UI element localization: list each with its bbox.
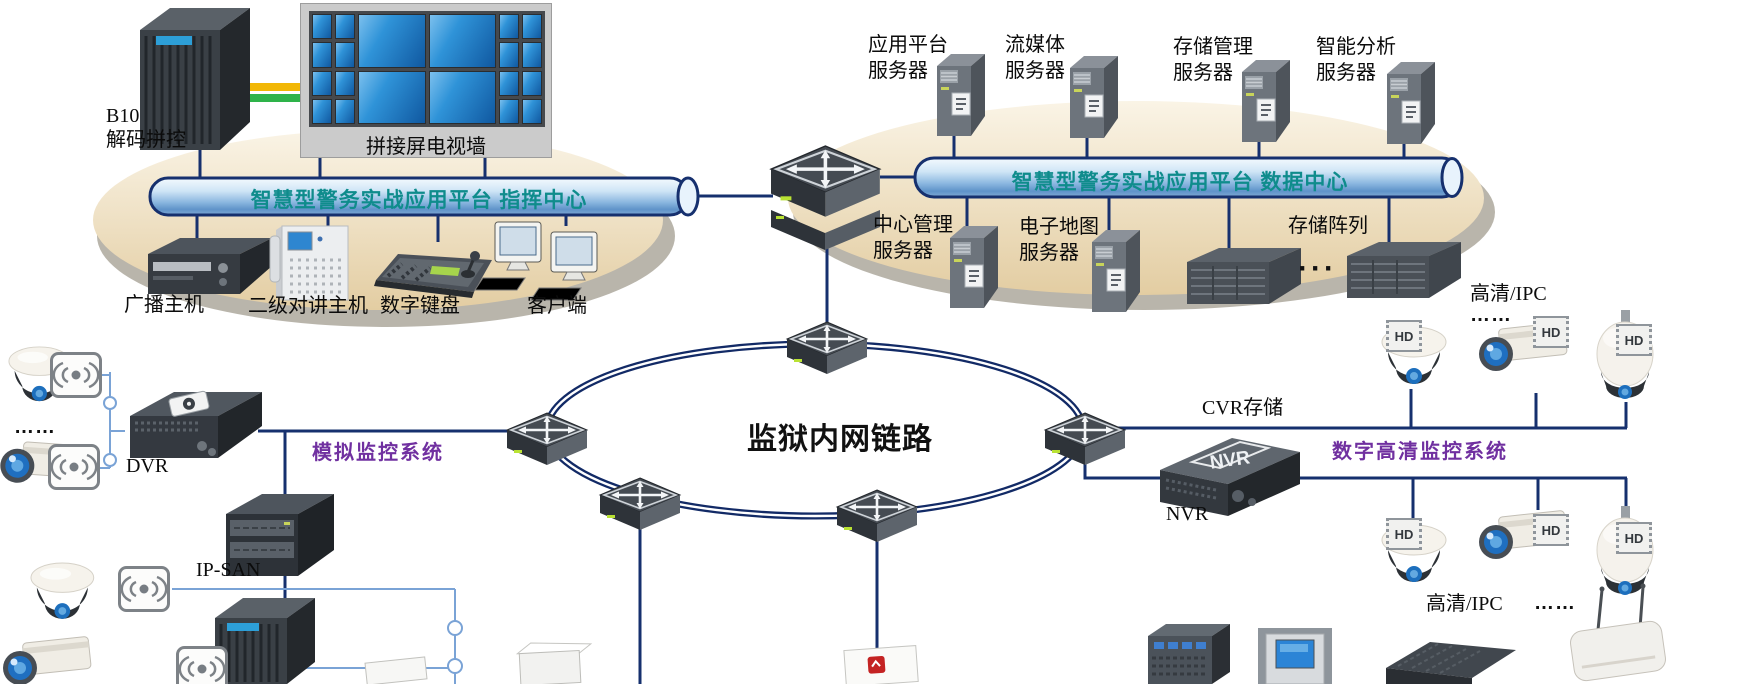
cvr-label: CVR存储 <box>1202 397 1284 419</box>
connection-lines <box>195 132 1628 684</box>
analog-dome-camera-2 <box>30 562 95 620</box>
ring-switch-right <box>1043 411 1127 467</box>
hd-badge-icon: HD <box>1386 320 1422 352</box>
ring-switch-bottom-right <box>835 488 919 544</box>
audio-pickup-4 <box>176 646 228 684</box>
ipc-top-label: 高清/IPC <box>1470 283 1547 305</box>
tv-wall-label: 拼接屏电视墙 <box>366 136 486 158</box>
e-map-label: 电子地图 服务器 <box>1019 216 1099 264</box>
command-bus-label: 智慧型警务实战应用平台 指挥中心 <box>250 189 588 212</box>
nvr-label: NVR <box>1166 503 1209 525</box>
wall-junction-box-2 <box>515 642 593 684</box>
broadcast-host <box>148 238 272 294</box>
digital-system-label: 数字高清监控系统 <box>1332 441 1508 463</box>
encoder-rack <box>215 598 315 684</box>
ipsan-label: IP-SAN <box>196 559 261 581</box>
intercom-host <box>269 225 349 301</box>
client-pcs <box>474 221 598 301</box>
intelligent-analysis-label: 智能分析 服务器 <box>1316 36 1396 84</box>
intranet-ring-label: 监狱内网链路 <box>747 423 933 456</box>
audio-pickup-1 <box>50 352 102 398</box>
stream-media-server <box>1069 55 1119 139</box>
hd-badge-icon: HD <box>1616 522 1652 554</box>
hd-badge-icon: HD <box>1533 316 1569 348</box>
ip-san-storage <box>226 494 334 576</box>
b10-decoder-rack <box>140 8 250 150</box>
ipc-bottom-label: 高清/IPC <box>1426 593 1503 615</box>
alarm-button-box <box>843 644 919 684</box>
ring-switch-top <box>785 320 869 376</box>
broadcast-host-label: 广播主机 <box>124 294 204 316</box>
dvr-label: DVR <box>126 455 169 477</box>
ring-switch-left <box>505 411 589 467</box>
control-cabinet <box>1148 624 1230 684</box>
storage-mgmt-label: 存储管理 服务器 <box>1173 36 1253 84</box>
decoder-cables <box>246 83 304 102</box>
core-switch-stack <box>769 144 882 250</box>
wireless-ap <box>1570 583 1666 682</box>
hd-badge-icon: HD <box>1386 518 1422 550</box>
nvr-device <box>1160 438 1300 516</box>
analog-system-label: 模拟监控系统 <box>312 442 444 464</box>
intercom-host-label: 二级对讲主机 <box>248 295 368 317</box>
storage-array-2 <box>1346 241 1462 299</box>
command-center-bus <box>148 176 700 217</box>
audio-pickup-2 <box>48 444 100 490</box>
wall-terminal <box>1258 628 1332 684</box>
stream-server-label: 流媒体 服务器 <box>1005 34 1065 82</box>
audio-pickup-3 <box>118 566 170 612</box>
storage-array-label: 存储阵列 <box>1288 215 1368 237</box>
analog-cameras-ellipsis: …… <box>14 416 56 438</box>
central-mgmt-server <box>949 225 999 309</box>
data-center-bus <box>913 156 1464 199</box>
e-map-server <box>1091 229 1141 313</box>
tv-wall-screens <box>309 11 545 127</box>
tv-wall: 拼接屏电视墙 <box>300 3 552 158</box>
hd-badge-icon: HD <box>1533 514 1569 546</box>
ipc-bottom-ellipsis: …… <box>1534 592 1576 614</box>
digital-keyboard <box>374 251 492 298</box>
keyboard-label: 数字键盘 <box>380 295 460 317</box>
storage-ellipsis: ··· <box>1298 252 1337 285</box>
data-bus-label: 智慧型警务实战应用平台 数据中心 <box>1011 171 1349 194</box>
decoder-label-line2: 解码拼控 <box>106 129 186 151</box>
app-server-label: 应用平台 服务器 <box>868 34 948 82</box>
decoder-label-line1: B10 <box>106 105 140 127</box>
central-mgmt-label: 中心管理 服务器 <box>873 214 953 262</box>
ipc-top-ellipsis: …… <box>1470 304 1512 326</box>
flat-device-box <box>1386 642 1516 684</box>
hd-badge-icon: HD <box>1616 324 1652 356</box>
wall-junction-box-1 <box>364 656 428 684</box>
client-label: 客户端 <box>527 295 587 317</box>
analog-box-camera-2 <box>2 635 92 684</box>
dvr-device <box>130 390 262 458</box>
